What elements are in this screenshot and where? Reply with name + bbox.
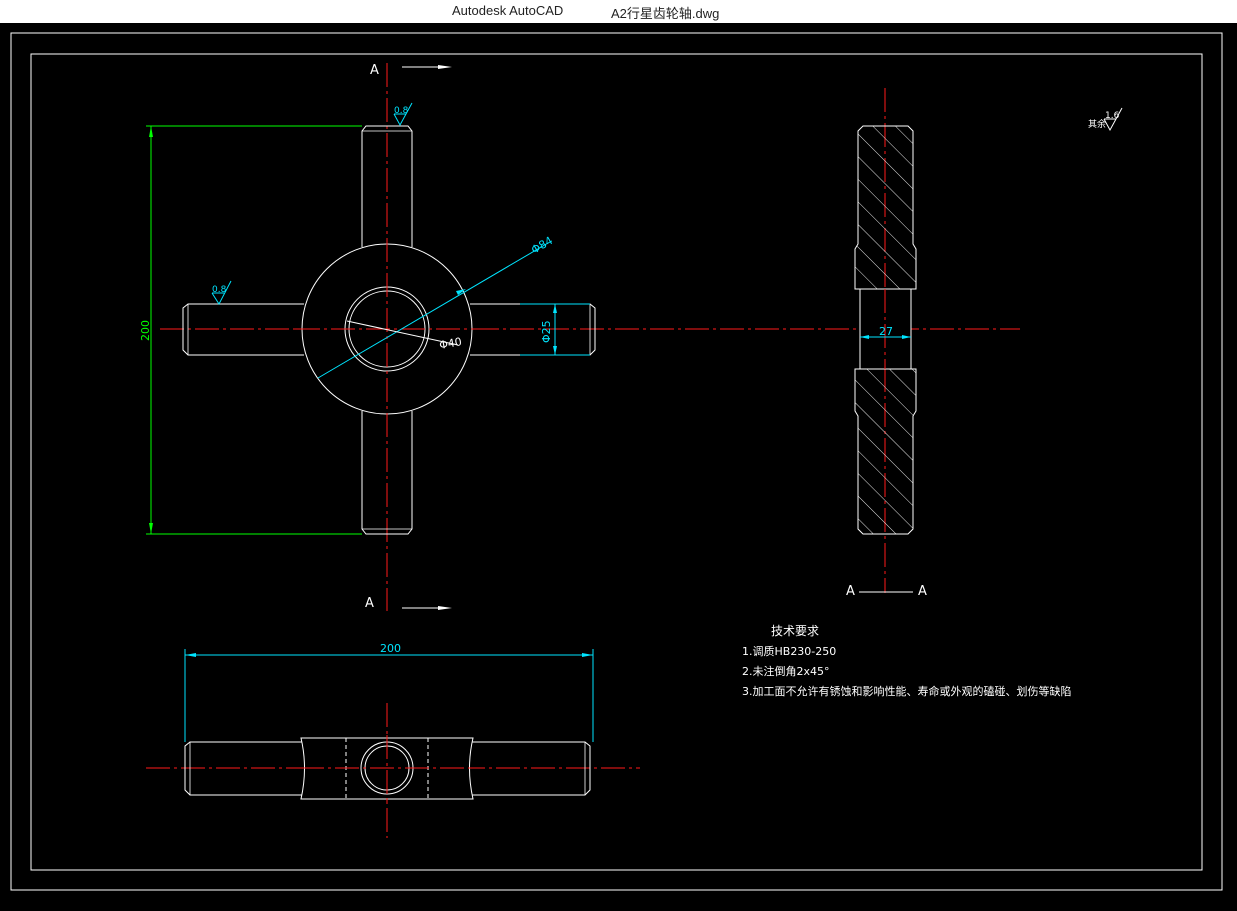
roughness-corner-value: 1.6 (1105, 111, 1120, 121)
window-titlebar: Autodesk AutoCAD A2行星齿轮轴.dwg (0, 0, 1237, 23)
bottom-arm (361, 411, 413, 535)
section-label-bottom: A (365, 596, 374, 611)
top-arm (361, 125, 413, 247)
section-label-right: A (918, 584, 927, 599)
left-arm (182, 303, 304, 356)
roughness-symbol-left: 0.8 (211, 280, 232, 305)
dimension-hub-outer-value: Φ84 (529, 234, 555, 257)
section-arrow-bottom-head (438, 606, 452, 610)
dimension-arm[interactable]: Φ25 (520, 303, 590, 356)
dimension-height-value: 200 (139, 320, 152, 341)
roughness-corner-prefix: 其余 (1088, 118, 1106, 130)
roughness-corner-note: 其余 1.6 (1088, 107, 1123, 132)
tech-requirement-1: 1.调质HB230-250 (742, 645, 836, 658)
roughness-top-value: 0.8 (394, 106, 409, 116)
dimension-bore-width[interactable]: 27 (860, 325, 911, 339)
dimension-bore-width-value: 27 (879, 325, 893, 338)
top-view[interactable]: 200 (146, 642, 640, 838)
dimension-arm-value: Φ25 (540, 320, 553, 343)
top-view-right-shaft (471, 741, 591, 796)
section-upper-block (854, 125, 917, 290)
tech-requirements: 技术要求 1.调质HB230-250 2.未注倒角2x45° 3.加工面不允许有… (742, 624, 1072, 698)
app-title: Autodesk AutoCAD (452, 3, 564, 18)
section-label-top: A (370, 63, 379, 78)
tech-requirements-title: 技术要求 (771, 624, 819, 638)
dimension-bore-value: Φ40 (438, 335, 463, 352)
dimension-bore[interactable]: Φ40 (346, 320, 463, 352)
front-view[interactable]: A A 0.8 0.8 200 Φ (139, 63, 1020, 611)
inner-frame (30, 53, 1203, 871)
file-title: A2行星齿轮轴.dwg (611, 6, 720, 21)
tech-requirement-3: 3.加工面不允许有锈蚀和影响性能、寿命或外观的磕碰、划伤等缺陷 (742, 684, 1072, 698)
roughness-symbol-top: 0.8 (393, 102, 413, 127)
section-lower-block (854, 368, 917, 535)
roughness-left-value: 0.8 (212, 285, 227, 295)
drawing-svg[interactable]: A A 0.8 0.8 200 Φ (0, 23, 1237, 907)
dimension-length-value: 200 (380, 642, 401, 655)
outer-frame (10, 32, 1223, 891)
section-view[interactable]: 27 A A (846, 88, 927, 599)
section-arrow-top-head (438, 65, 452, 69)
drawing-canvas[interactable]: A A 0.8 0.8 200 Φ (0, 23, 1237, 907)
tech-requirement-2: 2.未注倒角2x45° (742, 664, 830, 678)
dimension-height[interactable]: 200 (139, 125, 362, 535)
section-label-left: A (846, 584, 855, 599)
top-view-left-shaft (184, 741, 303, 796)
dimension-length[interactable]: 200 (184, 642, 594, 742)
